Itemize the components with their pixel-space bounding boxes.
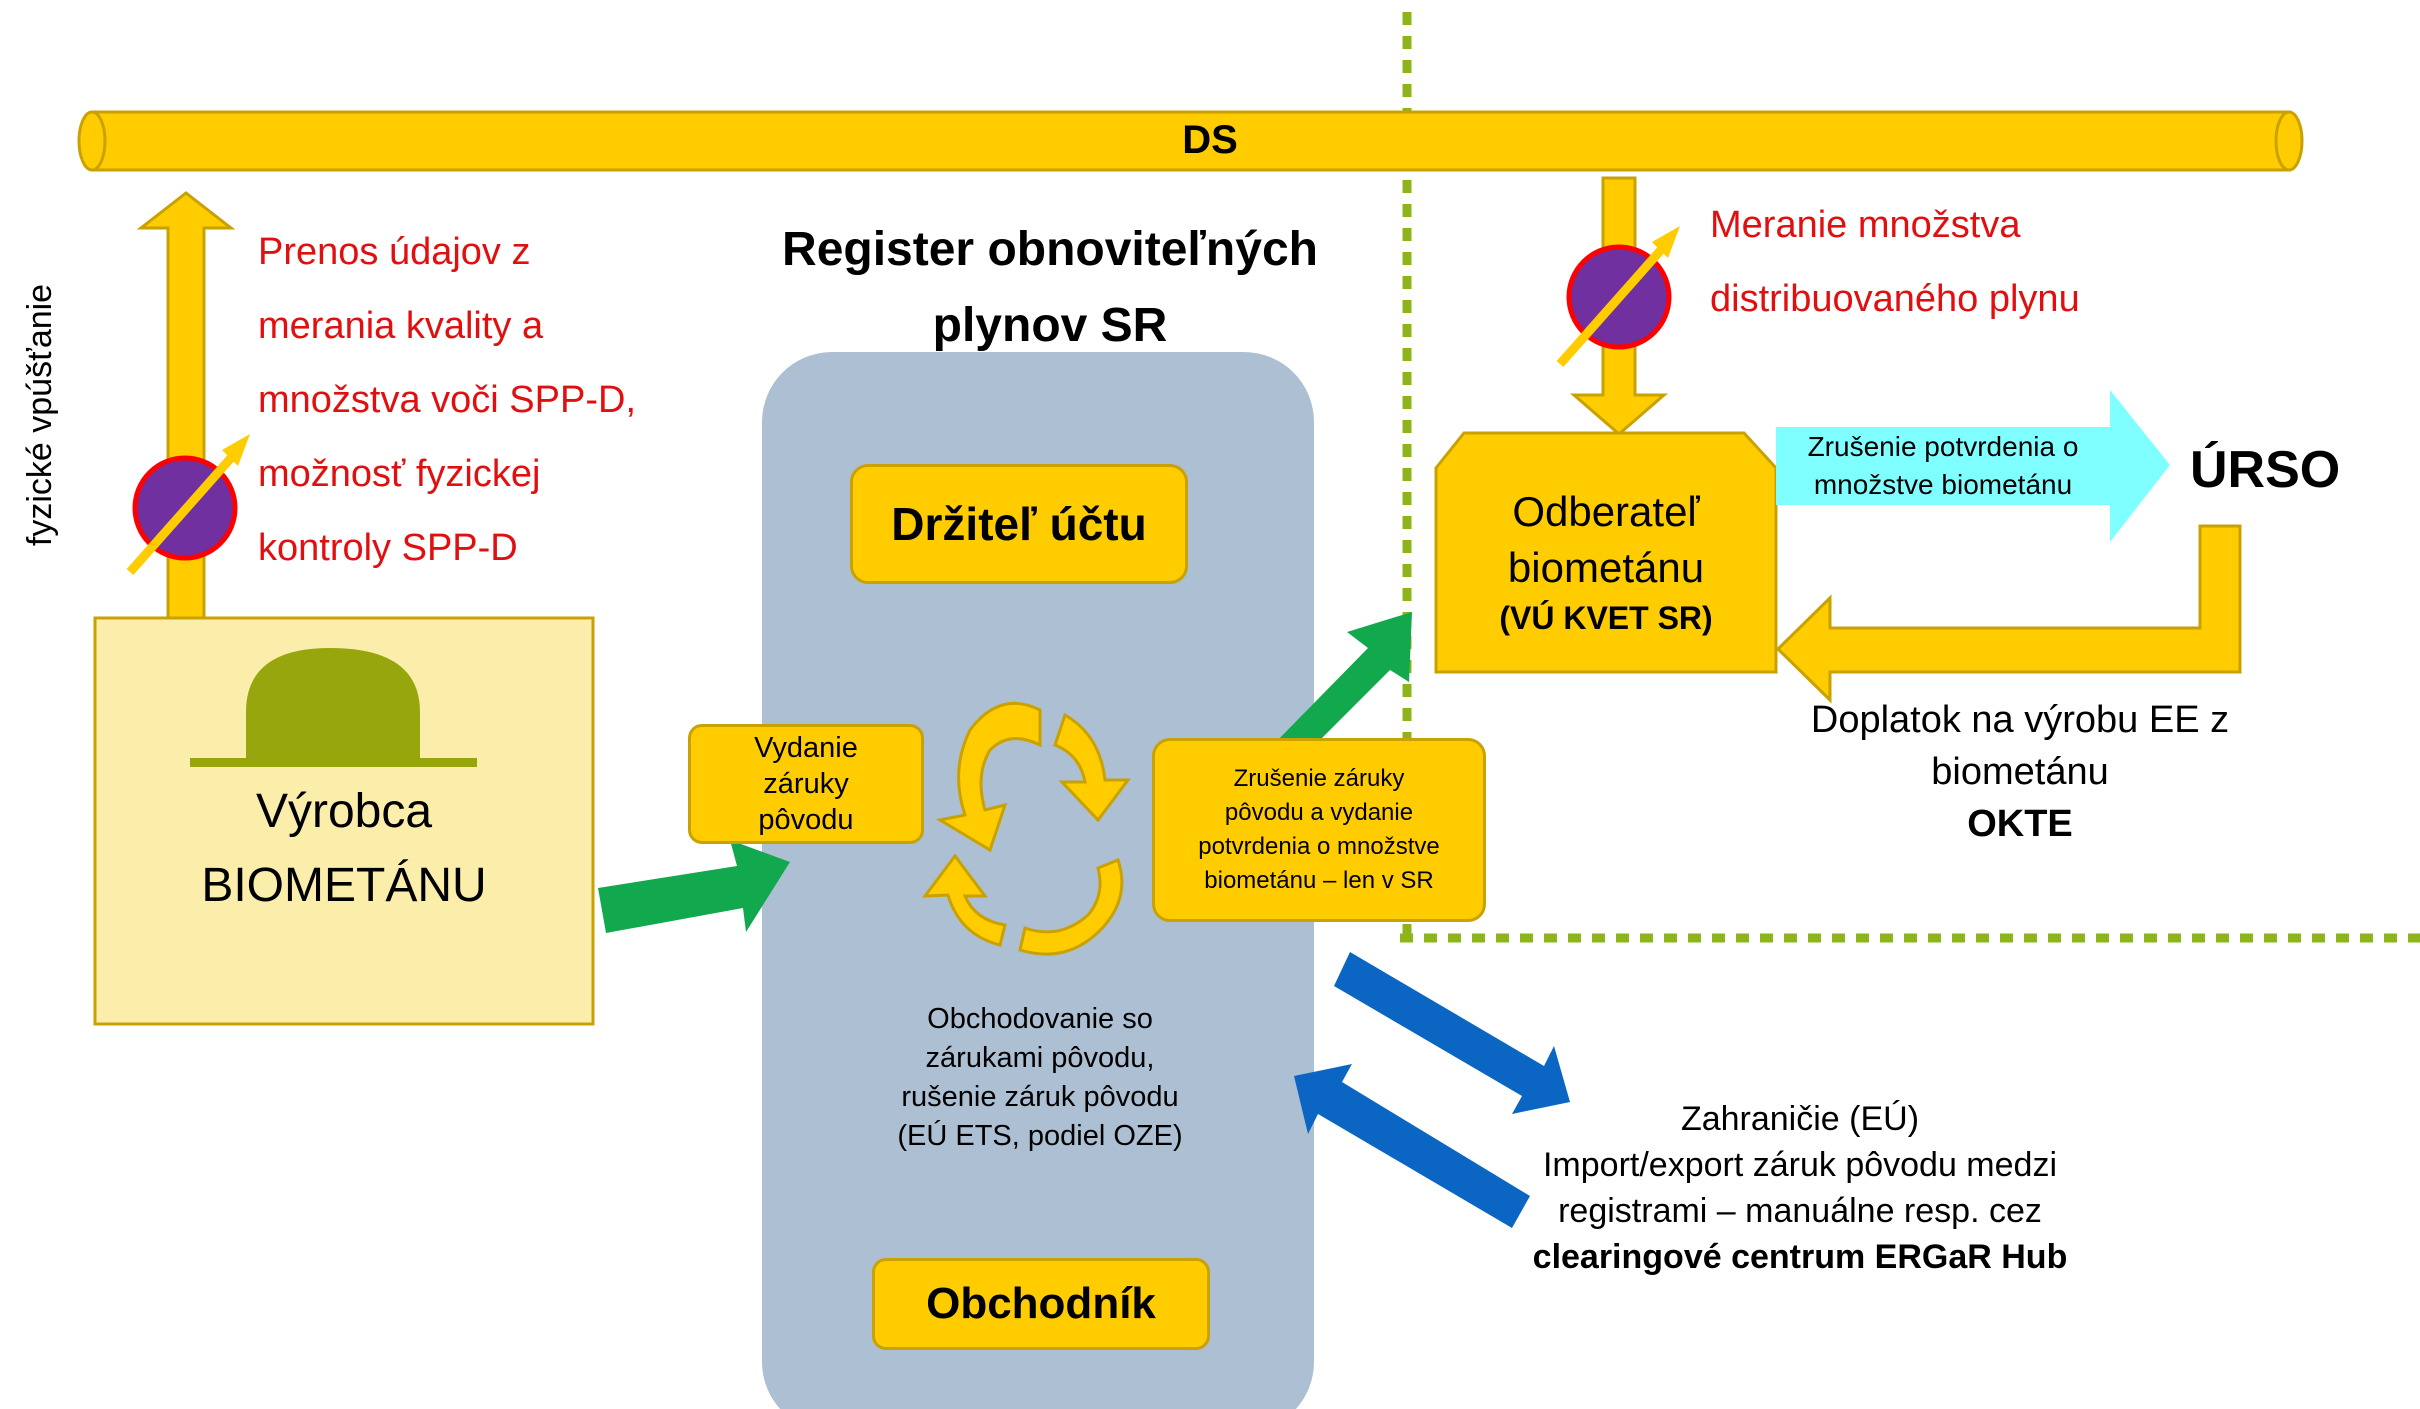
blue-arrow-import: [1294, 1064, 1530, 1228]
note-line: možnosť fyzickej: [258, 453, 541, 495]
cyan-arrow-label: Zrušenie potvrdenia o množstve biometánu: [1776, 428, 2110, 504]
measurement-note-left: Prenos údajov z merania kvality a množst…: [258, 215, 636, 585]
cyan-line: Zrušenie potvrdenia o: [1807, 431, 2079, 462]
register-title-line: plynov SR: [932, 299, 1168, 352]
trader-box: Obchodník: [872, 1258, 1210, 1350]
consumer-line: Odberateľ: [1512, 488, 1700, 535]
register-title-line: Register obnoviteľných: [782, 223, 1318, 276]
consumer-box: [1434, 431, 1778, 674]
okte-line: OKTE: [1967, 803, 2073, 845]
producer-line: BIOMETÁNU: [201, 859, 487, 912]
trading-line: (EÚ ETS, podiel OZE): [897, 1120, 1183, 1152]
issue-line: záruky: [763, 768, 849, 800]
side-label: fyzické vpúšťanie: [21, 283, 59, 547]
note-line: Prenos údajov z: [258, 231, 531, 273]
foreign-line: registrami – manuálne resp. cez: [1558, 1192, 2042, 1230]
green-arrow-to-register: [598, 840, 790, 933]
cycle-arrows-icon: [921, 701, 1131, 956]
trading-line: rušenie záruk pôvodu: [901, 1081, 1179, 1113]
register-panel: [762, 352, 1314, 1409]
issue-guarantee-box: Vydanie záruky pôvodu: [688, 724, 924, 844]
pipe-label: DS: [1182, 118, 1238, 162]
gas-meter-icon: [126, 434, 250, 575]
okte-line: biometánu: [1931, 751, 2109, 793]
cyan-arrow: [1776, 390, 2170, 542]
okte-label: Doplatok na výrobu EE z biometánu OKTE: [1760, 694, 2280, 850]
note-line: distribuovaného plynu: [1710, 278, 2080, 320]
issue-line: pôvodu: [758, 804, 854, 836]
note-line: merania kvality a: [258, 305, 544, 347]
foreign-line: Import/export záruk pôvodu medzi: [1542, 1146, 2058, 1184]
okte-return-arrow: [1775, 524, 2242, 704]
note-line: Meranie množstva: [1710, 204, 2021, 246]
consumer-line: (VÚ KVET SR): [1499, 600, 1713, 636]
foreign-line: clearingové centrum ERGaR Hub: [1532, 1238, 2068, 1276]
gas-meter-icon: [1556, 226, 1680, 367]
measurement-note-right: Meranie množstva distribuovaného plynu: [1710, 188, 2080, 336]
cancellation-line: biometánu – len v SR: [1204, 867, 1434, 894]
note-line: množstva voči SPP-D,: [258, 379, 636, 421]
foreign-label: Zahraničie (EÚ) Import/export záruk pôvo…: [1480, 1096, 2120, 1280]
foreign-line: Zahraničie (EÚ): [1680, 1100, 1920, 1138]
cancellation-line: pôvodu a vydanie: [1224, 799, 1414, 826]
cancellation-box: Zrušenie záruky pôvodu a vydanie potvrde…: [1152, 738, 1486, 922]
trading-line: zárukami pôvodu,: [925, 1042, 1155, 1074]
producer-label: Výrobca BIOMETÁNU: [95, 775, 593, 923]
register-title: Register obnoviteľných plynov SR: [720, 212, 1380, 364]
okte-line: Doplatok na výrobu EE z: [1810, 699, 2230, 741]
trading-line: Obchodovanie so: [927, 1003, 1153, 1035]
cancellation-line: Zrušenie záruky: [1233, 765, 1405, 792]
green-arrow-to-consumer: [1268, 612, 1412, 770]
urso-label: ÚRSO: [2190, 441, 2341, 499]
note-line: kontroly SPP-D: [258, 527, 518, 569]
producer-line: Výrobca: [255, 785, 433, 838]
trading-description: Obchodovanie so zárukami pôvodu, rušenie…: [820, 1000, 1260, 1156]
cancellation-line: potvrdenia o množstve: [1198, 833, 1440, 860]
blue-arrow-export: [1334, 952, 1570, 1114]
ds-pipe: [77, 110, 2304, 172]
cyan-line: množstve biometánu: [1813, 469, 2073, 500]
account-holder-box: Držiteľ účtu: [850, 464, 1188, 584]
consumer-label: Odberateľ biometánu (VÚ KVET SR): [1436, 484, 1776, 640]
issue-line: Vydanie: [754, 732, 858, 764]
dome-icon: [190, 648, 477, 767]
consumer-line: biometánu: [1507, 544, 1705, 591]
